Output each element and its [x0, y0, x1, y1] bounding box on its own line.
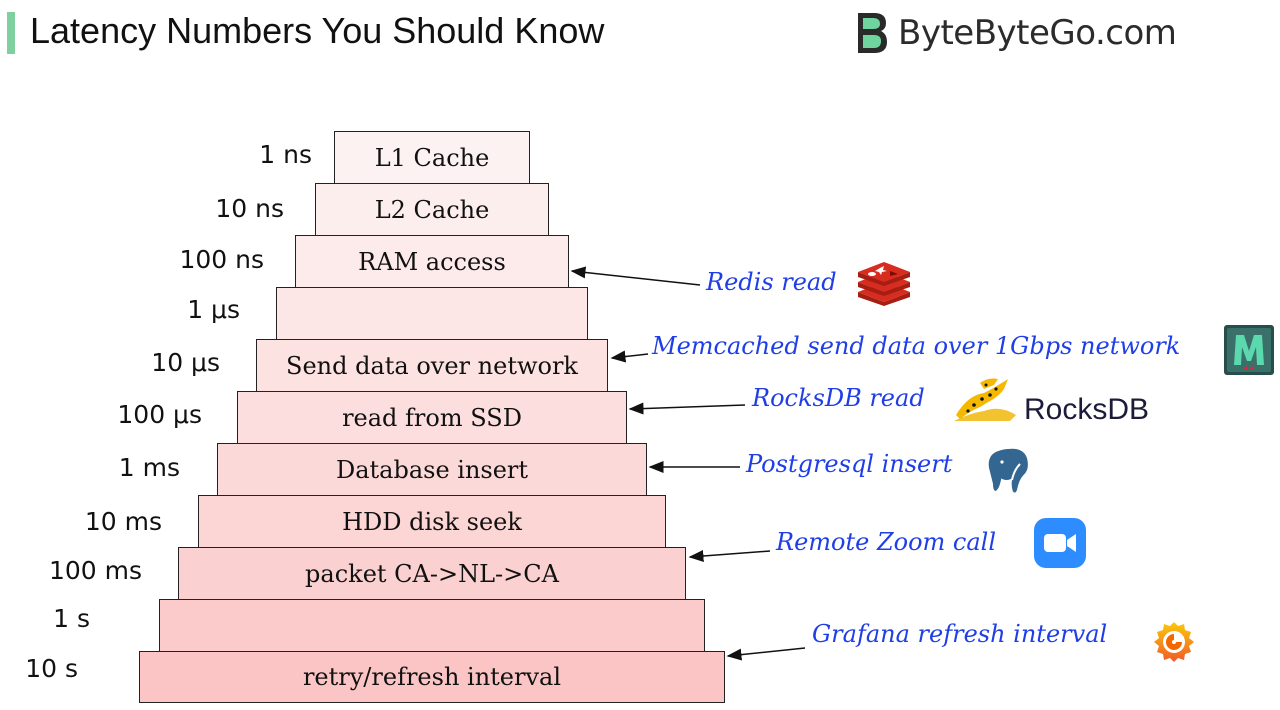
- latency-label: 10 μs: [151, 348, 220, 377]
- tier-retry-refresh-interval: retry/refresh interval: [139, 651, 725, 703]
- latency-label: 1 ms: [118, 453, 180, 482]
- title-accent-bar: [7, 12, 15, 54]
- arrow-rocksdb: [628, 402, 746, 415]
- arrow-redis: [570, 266, 701, 286]
- annotation-memcached: Memcached send data over 1Gbps network: [652, 332, 1181, 360]
- tier-packet-round-trip: packet CA->NL->CA: [178, 547, 686, 600]
- annotation-rocksdb-read: RocksDB read: [752, 384, 925, 412]
- latency-label: 1 s: [53, 604, 90, 633]
- latency-label: 100 μs: [117, 400, 202, 429]
- latency-label: 1 μs: [187, 295, 240, 324]
- arrow-grafana: [726, 647, 806, 661]
- brand[interactable]: ByteByteGo.com: [852, 8, 1177, 58]
- latency-label: 10 ms: [84, 507, 162, 536]
- annotation-redis-read: Redis read: [706, 268, 837, 296]
- tier-1-second: [159, 599, 705, 652]
- tier-read-from-ssd: read from SSD: [237, 391, 627, 444]
- rocksdb-icon: [954, 378, 1016, 421]
- latency-label: 10 s: [25, 654, 78, 683]
- latency-label: 10 ns: [215, 194, 284, 223]
- arrow-zoom: [688, 550, 771, 562]
- redis-icon: [858, 262, 910, 306]
- memcached-icon: [1224, 325, 1274, 375]
- annotation-grafana-refresh: Grafana refresh interval: [812, 620, 1108, 648]
- grafana-icon: [1154, 622, 1194, 662]
- page-title: Latency Numbers You Should Know: [30, 10, 605, 51]
- latency-label: 100 ms: [48, 556, 142, 585]
- arrow-memcached: [610, 350, 649, 363]
- latency-label: 100 ns: [179, 245, 264, 274]
- brand-name: ByteByteGo.com: [898, 13, 1177, 53]
- zoom-icon: [1034, 518, 1086, 568]
- tier-hdd-disk-seek: HDD disk seek: [198, 495, 666, 548]
- postgresql-icon: [986, 446, 1030, 495]
- annotation-postgresql-insert: Postgresql insert: [746, 450, 953, 478]
- tier-l1-cache: L1 Cache: [334, 131, 530, 184]
- tier-send-data-over-network: Send data over network: [256, 339, 608, 392]
- bytebytego-logo-icon: [858, 13, 887, 53]
- rocksdb-wordmark: RocksDB: [1024, 393, 1150, 426]
- tier-ram-access: RAM access: [295, 235, 569, 288]
- annotation-zoom-call: Remote Zoom call: [776, 528, 997, 556]
- latency-label: 1 ns: [259, 140, 312, 169]
- tier-1-microsecond: [276, 287, 588, 340]
- tier-l2-cache: L2 Cache: [315, 183, 549, 236]
